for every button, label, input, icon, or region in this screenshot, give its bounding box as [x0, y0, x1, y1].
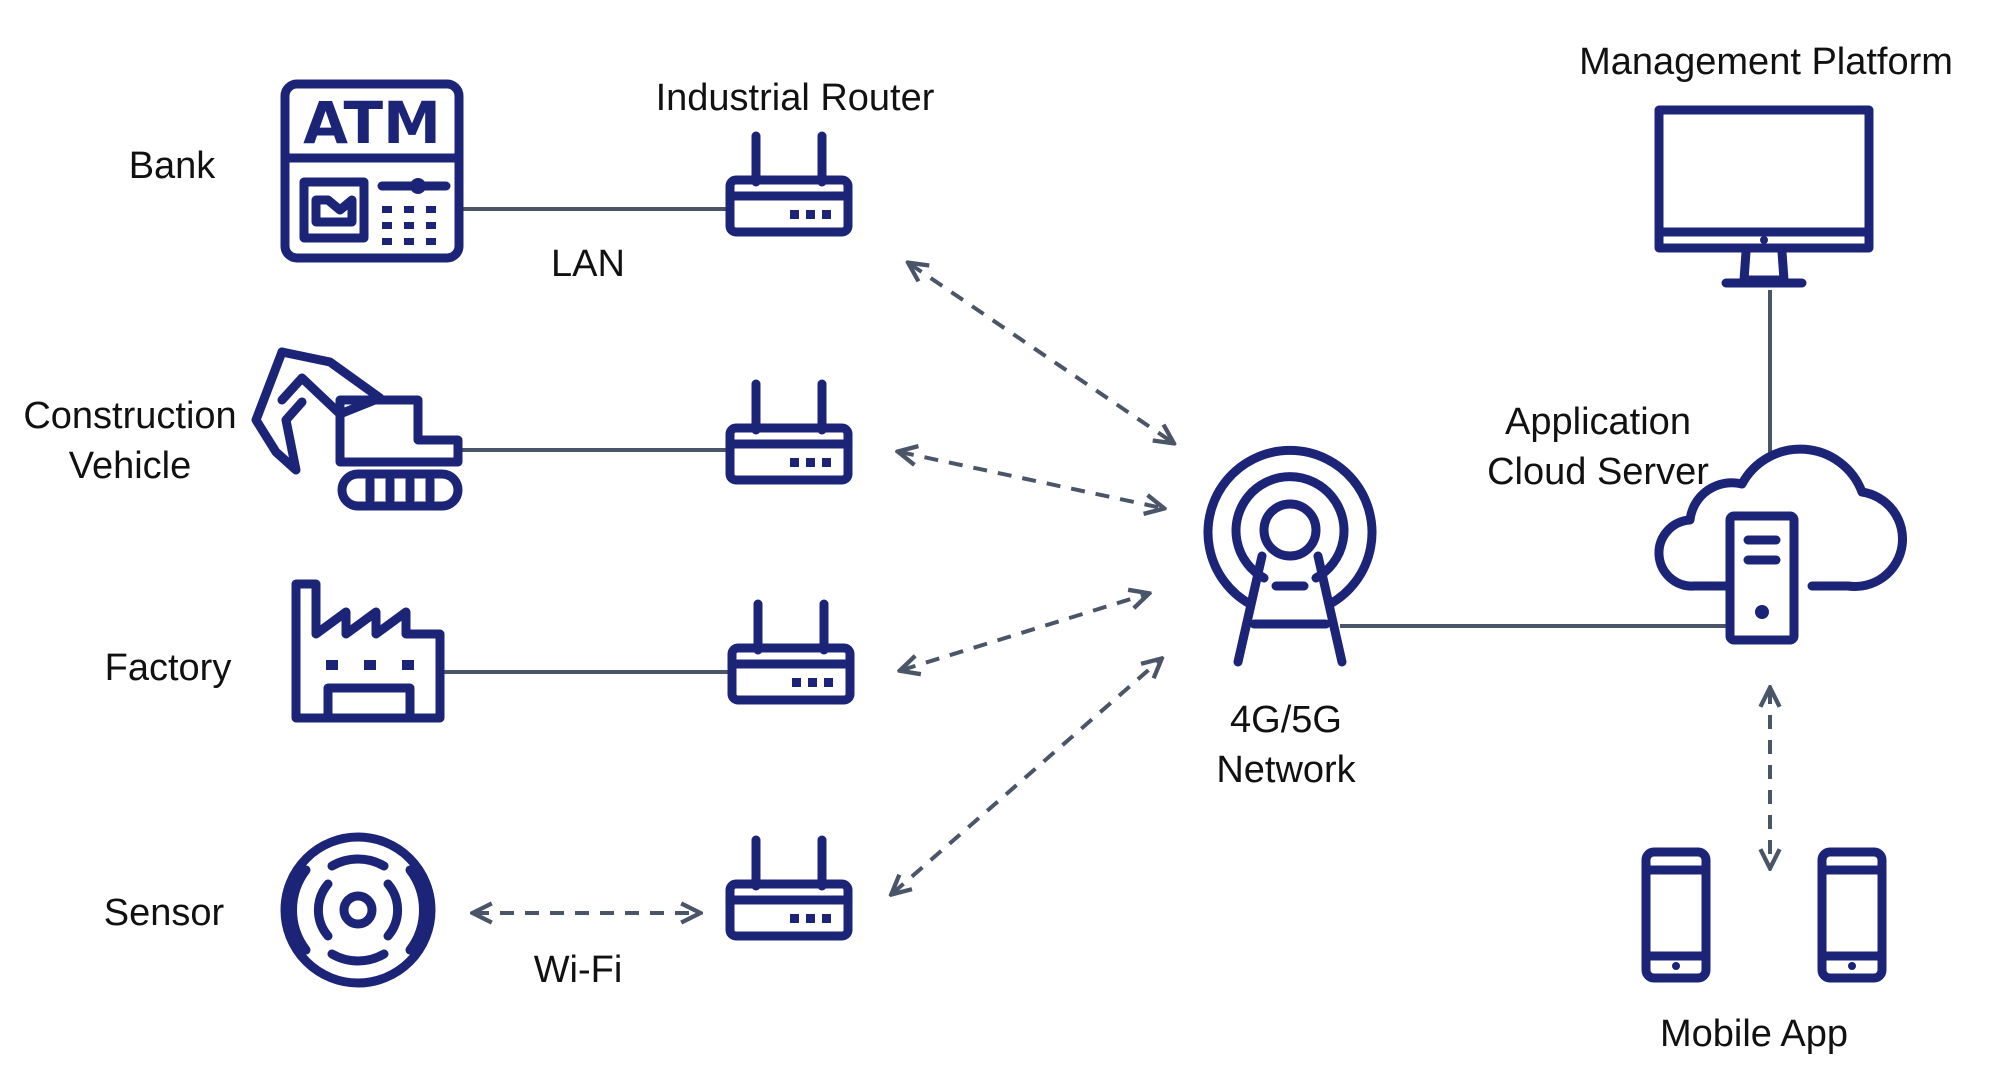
arrow-router3-tower	[902, 594, 1147, 670]
label-network-line1: 4G/5G	[1230, 699, 1342, 741]
router-icon-3	[727, 599, 855, 705]
label-construction-line2: Vehicle	[69, 445, 192, 487]
label-cloud-line2: Cloud Server	[1487, 451, 1709, 493]
label-sensor: Sensor	[104, 892, 225, 934]
router-icon-1	[725, 131, 853, 237]
label-bank: Bank	[129, 145, 217, 187]
label-industrial-router: Industrial Router	[656, 77, 935, 119]
excavator-icon	[251, 347, 463, 511]
router-icon-4	[725, 835, 853, 941]
mobile-phone-icon-2	[1817, 847, 1887, 983]
mobile-phone-icon-1	[1641, 847, 1711, 983]
atm-icon: ATM	[280, 79, 464, 263]
sensor-icon	[280, 832, 436, 988]
label-factory: Factory	[105, 647, 232, 689]
label-cloud-line1: Application	[1505, 401, 1691, 443]
router-icon-2	[725, 379, 853, 485]
arrow-router4-tower	[893, 660, 1160, 893]
cloud-server-icon	[1654, 444, 1907, 645]
label-wifi: Wi-Fi	[534, 949, 623, 991]
label-management-platform: Management Platform	[1579, 41, 1953, 83]
label-construction-line1: Construction	[23, 395, 236, 437]
cell-tower-icon	[1203, 445, 1377, 667]
atm-icon-text: ATM	[303, 89, 441, 157]
arrow-router2-tower	[900, 452, 1162, 508]
factory-icon	[291, 579, 445, 723]
label-network-line2: Network	[1216, 749, 1356, 791]
arrow-router1-tower	[910, 264, 1172, 442]
label-lan: LAN	[551, 243, 625, 285]
monitor-icon	[1654, 105, 1874, 288]
label-mobile-app: Mobile App	[1660, 1013, 1848, 1055]
